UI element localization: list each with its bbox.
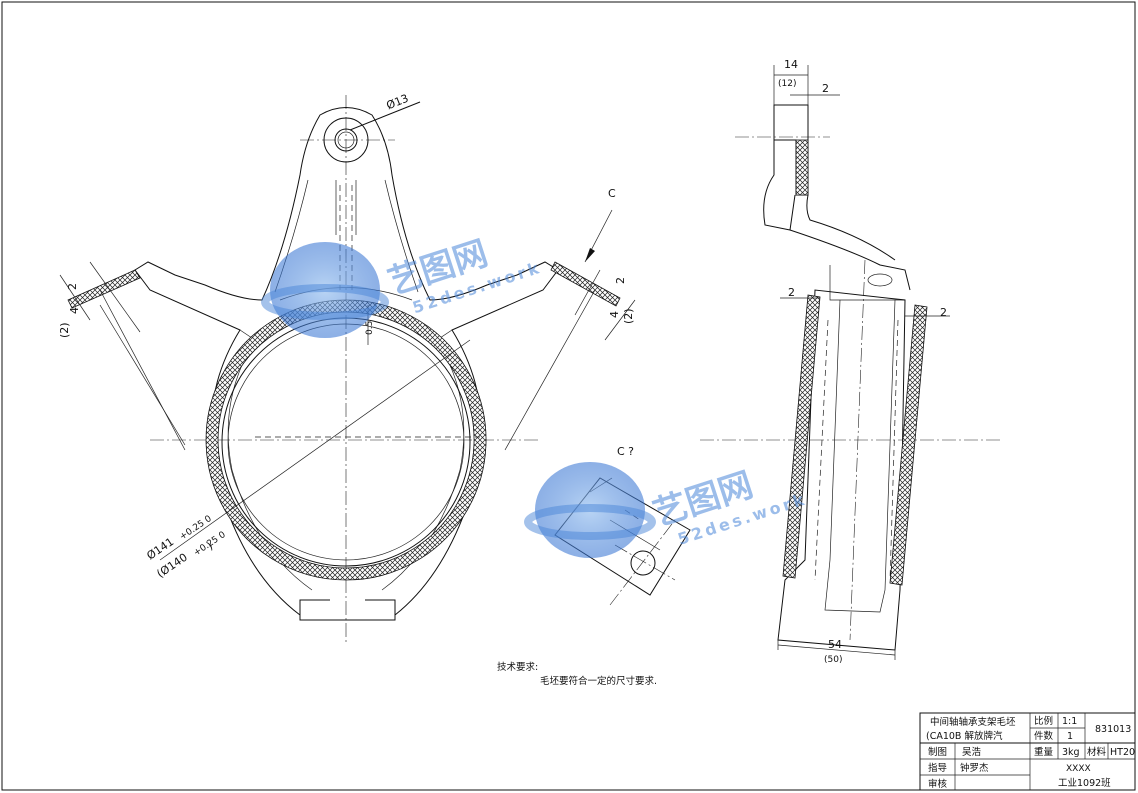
tb-material-label: 材料 [1087, 746, 1107, 758]
tb-part-name-1: 中间轴轴承支架毛坯 [930, 716, 1016, 728]
dim-bore-close: ) [204, 539, 215, 552]
watermark-2: 艺图网 52des.work [524, 462, 809, 558]
tb-guide-label: 指导 [928, 762, 947, 774]
dim-right-top: 2 [614, 277, 627, 284]
dim-right-mid: 4 [608, 311, 621, 318]
technical-notes: 技术要求: 毛坯要符合一定的尺寸要求. [497, 661, 657, 687]
tb-scale-value: 1:1 [1062, 716, 1077, 727]
title-block: 中间轴轴承支架毛坯 (CA10B 解放牌汽 比例 1:1 件数 1 831013… [919, 712, 1136, 791]
side-view: 14 (12) 2 2 2 54 (50) [700, 58, 1000, 665]
tb-scale-label: 比例 [1034, 715, 1053, 727]
tb-weight-label: 重量 [1034, 746, 1054, 758]
dim-left-top: 2 [66, 283, 79, 290]
tb-school: XXXX [1066, 764, 1091, 774]
side-dim-bottom: 54 [828, 638, 842, 651]
dim-left-mid: 4 [68, 307, 81, 314]
dim-left-paren: (2) [58, 322, 71, 338]
tb-part-name-2: (CA10B 解放牌汽 [926, 730, 1003, 742]
side-dim-mid-left: 2 [788, 286, 795, 299]
tb-review-label: 审核 [928, 778, 948, 790]
dim-hole: Ø13 [385, 92, 411, 113]
tb-draw-name: 吴浩 [962, 746, 982, 758]
tb-qty-label: 件数 [1034, 730, 1054, 742]
tb-weight-value: 3kg [1062, 747, 1080, 758]
front-view: Ø13 Ø141 +0.25 0 (Ø140 +0.25 0 ) 0.5 2 4… [58, 92, 636, 645]
side-dim-bottom-paren: (50) [824, 655, 842, 665]
side-dim-top: 14 [784, 58, 798, 71]
side-dim-top-right: 2 [822, 82, 829, 95]
side-dim-top-paren: (12) [778, 79, 796, 89]
tb-material-value: HT20 [1110, 747, 1135, 758]
tb-qty-value: 1 [1067, 731, 1073, 742]
detail-view-label: C ? [617, 445, 634, 458]
notes-title: 技术要求: [497, 661, 538, 673]
dim-right-paren: (2) [622, 308, 635, 324]
notes-line1: 毛坯要符合一定的尺寸要求. [540, 675, 657, 687]
side-dim-mid-right: 2 [940, 306, 947, 319]
tb-draw-label: 制图 [928, 746, 947, 758]
dim-inner: 0.5 [365, 321, 375, 335]
tb-guide-name: 钟罗杰 [960, 762, 989, 774]
tb-class: 工业1092班 [1058, 777, 1111, 789]
tb-drawing-no: 831013 [1095, 724, 1131, 735]
view-arrow-label: C [608, 187, 616, 200]
